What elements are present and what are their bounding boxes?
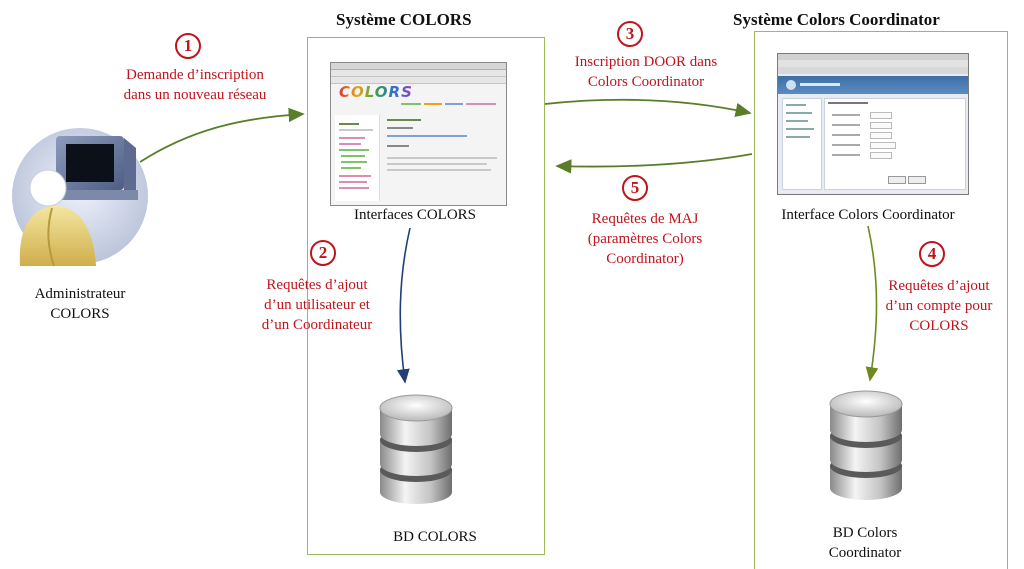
colors-interface-label: Interfaces COLORS [353,207,477,223]
arrow-step-5 [555,153,753,174]
colors-db-icon [379,394,453,504]
step-3-number: 3 [617,21,643,47]
arrow-step-4 [865,225,879,382]
coordinator-interface-screenshot [777,53,969,195]
step-3-text-line1: Inscription DOOR dans [574,54,718,70]
step-2-text-line3: d’un Coordinateur [261,317,373,333]
step-5-number: 5 [622,175,648,201]
colors-logo: COLORS [339,83,413,101]
step-1-text-line2: dans un nouveau réseau [123,87,267,103]
colors-interface-screenshot: COLORS [330,62,507,206]
arrow-step-3 [544,98,752,117]
coordinator-db-label-line1: BD Colors [832,525,898,541]
computer-user-icon [12,128,148,267]
coordinator-system-title: Système Colors Coordinator [733,10,940,29]
step-5-text-line2: (paramètres Colors [587,231,703,247]
arrow-step-1 [139,107,305,163]
step-5-text-line1: Requêtes de MAJ [591,211,699,227]
step-4-text-line2: d’un compte pour [885,298,993,314]
arrow-step-2 [396,227,411,384]
step-3-text-line2: Colors Coordinator [587,74,705,90]
colors-system-title: Système COLORS [336,10,472,29]
step-4-text-line1: Requêtes d’ajout [888,278,990,294]
coordinator-db-label-line2: Coordinator [828,545,902,561]
step-1-number: 1 [175,33,201,59]
admin-label-line2: COLORS [50,306,110,322]
step-1-text-line1: Demande d’inscription [126,67,264,83]
admin-label-line1: Administrateur [34,286,126,302]
step-5-text-line3: Coordinator) [606,251,684,267]
step-4-number: 4 [919,241,945,267]
coordinator-interface-label: Interface Colors Coordinator [781,207,955,223]
step-2-text-line1: Requêtes d’ajout [266,277,368,293]
coordinator-db-icon [829,390,903,500]
step-2-text-line2: d’un utilisateur et [264,297,370,313]
colors-db-label: BD COLORS [393,529,477,545]
step-2-number: 2 [310,240,336,266]
step-4-text-line3: COLORS [909,318,969,334]
